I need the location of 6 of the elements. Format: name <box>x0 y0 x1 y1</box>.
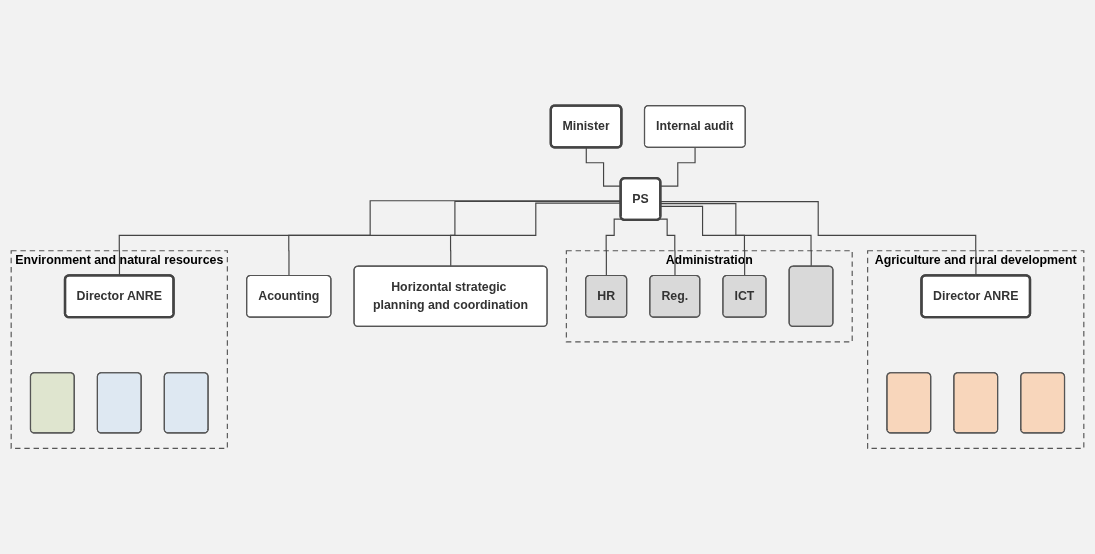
connector <box>660 147 696 187</box>
connector <box>658 218 676 277</box>
connector <box>660 201 977 277</box>
connector <box>118 200 622 277</box>
connector <box>288 200 622 277</box>
connector <box>605 218 623 277</box>
